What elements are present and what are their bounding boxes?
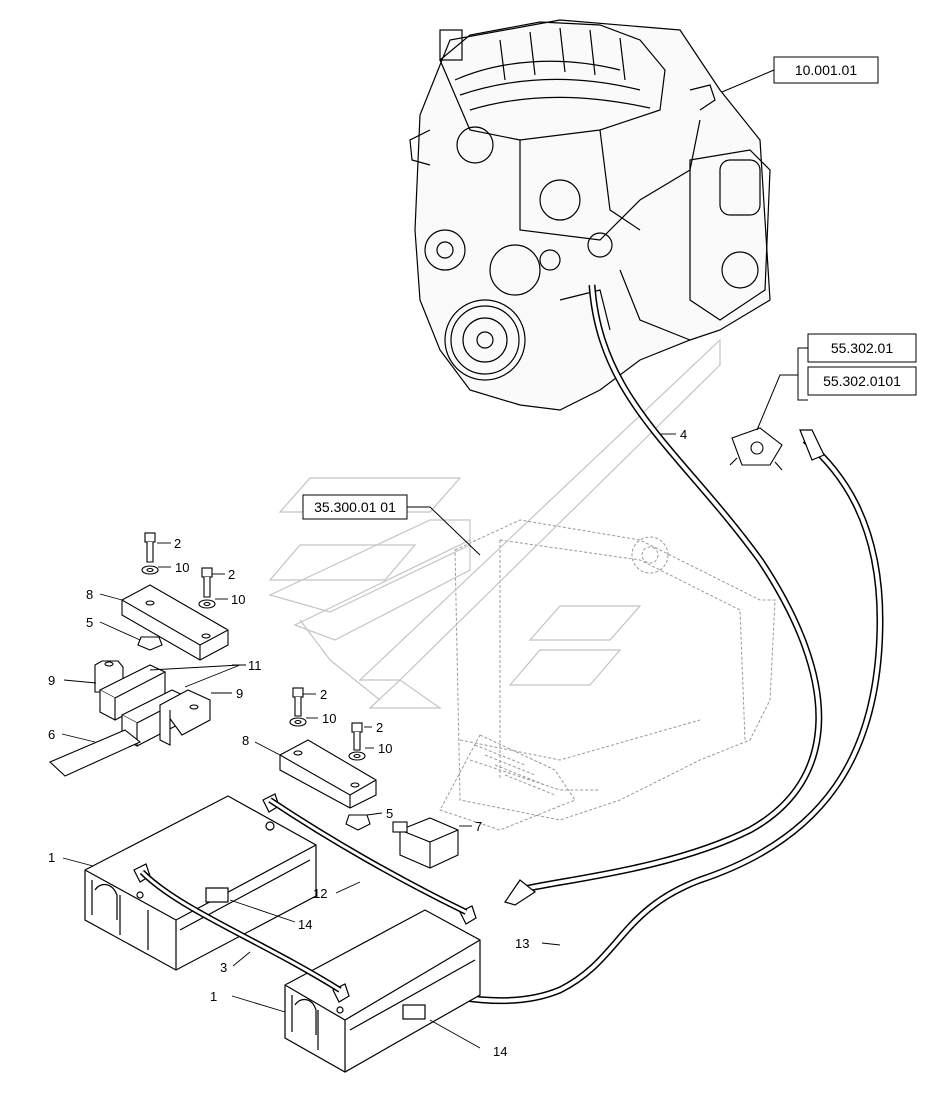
- battery-switch-part: [729, 427, 783, 471]
- callout-1[interactable]: 1: [48, 850, 55, 865]
- callout-13[interactable]: 13: [515, 936, 529, 951]
- callout-6[interactable]: 6: [48, 727, 55, 742]
- callout-2[interactable]: 2: [228, 567, 235, 582]
- callout-10[interactable]: 10: [322, 711, 336, 726]
- callout-14[interactable]: 14: [493, 1044, 507, 1059]
- callout-12[interactable]: 12: [313, 886, 327, 901]
- callout-1[interactable]: 1: [210, 989, 217, 1004]
- ref-55-302-01[interactable]: 55.302.01: [831, 340, 893, 356]
- callout-5[interactable]: 5: [386, 806, 393, 821]
- callout-7[interactable]: 7: [475, 819, 482, 834]
- watermark-logo: [268, 338, 721, 709]
- callout-2[interactable]: 2: [320, 687, 327, 702]
- callout-leaders: [61, 433, 676, 1049]
- callout-numbers: 4 2 10 2 10 8 5 11 9 9 6 2 10 2 10 8 5 7…: [48, 427, 687, 1059]
- cable-12: [268, 797, 468, 915]
- callout-14[interactable]: 14: [298, 917, 312, 932]
- ref-35-300-01-01[interactable]: 35.300.01 01: [314, 499, 396, 515]
- callout-2[interactable]: 2: [376, 720, 383, 735]
- ref-55-302-0101[interactable]: 55.302.0101: [823, 373, 901, 389]
- callout-5[interactable]: 5: [86, 615, 93, 630]
- cable-4: [504, 284, 823, 906]
- reference-boxes: 10.001.01 55.302.01 55.302.0101 35.300.0…: [302, 56, 917, 556]
- engine-assembly: [409, 19, 771, 411]
- callout-8[interactable]: 8: [86, 587, 93, 602]
- callout-8[interactable]: 8: [242, 733, 249, 748]
- callout-10[interactable]: 10: [175, 560, 189, 575]
- bracket-set-lower: [279, 687, 459, 869]
- ref-10-001-01[interactable]: 10.001.01: [795, 62, 857, 78]
- callout-9[interactable]: 9: [48, 673, 55, 688]
- battery-upper: [84, 793, 317, 971]
- cab-frame-ghost: [439, 519, 776, 831]
- battery-lower: [284, 905, 481, 1073]
- callout-3[interactable]: 3: [220, 960, 227, 975]
- callout-10[interactable]: 10: [231, 592, 245, 607]
- cable-3: [139, 869, 342, 993]
- callout-11[interactable]: 11: [248, 658, 262, 673]
- cable-13: [364, 429, 884, 1005]
- callout-4[interactable]: 4: [680, 427, 687, 442]
- bracket-set-upper: [49, 532, 229, 777]
- callout-10[interactable]: 10: [378, 741, 392, 756]
- callout-2[interactable]: 2: [174, 536, 181, 551]
- callout-9[interactable]: 9: [236, 686, 243, 701]
